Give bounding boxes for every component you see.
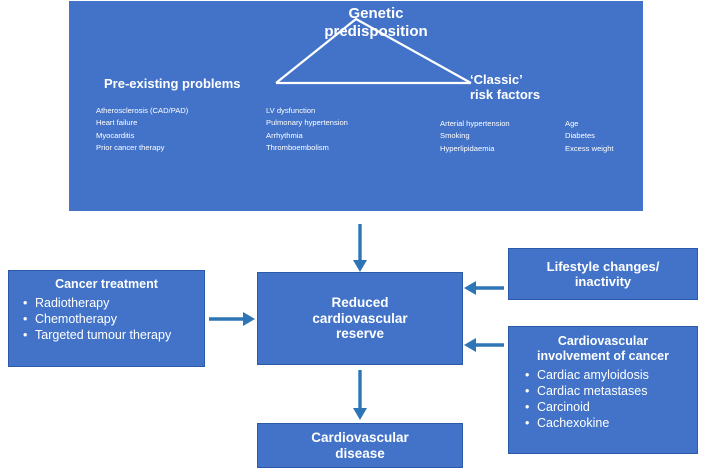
list-item: Excess weight (565, 143, 614, 153)
risk-factors-column-2: Age Diabetes Excess weight (565, 118, 614, 155)
list-item: • Cardiac amyloidosis (521, 367, 693, 383)
pre-existing-column-1: Atherosclerosis (CAD/PAD) Heart failure … (96, 105, 188, 154)
cardiovascular-disease-label: Cardiovascular disease (311, 430, 409, 462)
list-item: • Radiotherapy (19, 295, 200, 311)
top-panel-title-line1: Genetic (348, 5, 404, 22)
list-item: Age (565, 119, 579, 128)
reduced-cardiovascular-reserve-box: Reduced cardiovascular reserve (257, 272, 463, 365)
list-item: Pulmonary hypertension (266, 118, 348, 128)
pre-existing-column-2: LV dysfunction Pulmonary hypertension Ar… (266, 105, 348, 154)
lifestyle-line-2: inactivity (574, 274, 632, 289)
risk-factors-column-1: Arterial hypertension Smoking Hyperlipid… (440, 118, 510, 155)
list-item: Arterial hypertension (440, 119, 510, 128)
arrow-reserve-to-disease (353, 370, 367, 420)
cancer-treatment-list: • Radiotherapy • Chemotherapy • Targeted… (13, 295, 200, 344)
list-item: • Targeted tumour therapy (19, 327, 200, 343)
list-item: Arrhythmia (266, 130, 303, 140)
disease-line-2: disease (335, 445, 385, 461)
disease-line-1: Cardiovascular (311, 429, 409, 445)
list-item-label: Carcinoid (537, 400, 590, 414)
cardiovascular-disease-box: Cardiovascular disease (257, 423, 463, 468)
list-item: Myocarditis (96, 130, 135, 140)
lifestyle-line-1: Lifestyle changes/ (546, 258, 660, 274)
cancer-treatment-box: Cancer treatment • Radiotherapy • Chemot… (8, 270, 205, 367)
reserve-line-2: cardiovascular (312, 310, 408, 326)
pre-existing-problems-heading: Pre-existing problems (104, 76, 241, 91)
arrow-treatment-to-reserve (209, 312, 255, 326)
lifestyle-changes-box: Lifestyle changes/ inactivity (508, 248, 698, 300)
lifestyle-changes-label: Lifestyle changes/ inactivity (547, 259, 660, 290)
bullet-icon: • (23, 295, 28, 310)
top-panel-title: Genetic predisposition (296, 5, 456, 40)
reduced-cardiovascular-reserve-label: Reduced cardiovascular reserve (312, 295, 407, 343)
cancer-treatment-heading: Cancer treatment (55, 277, 158, 291)
reserve-line-3: reserve (335, 326, 385, 342)
list-item: Thromboembolism (266, 142, 329, 152)
involvement-heading-line-2: involvement of cancer (537, 348, 669, 363)
bullet-icon: • (525, 383, 530, 398)
cardiovascular-involvement-box: Cardiovascular involvement of cancer • C… (508, 326, 698, 454)
bullet-icon: • (525, 416, 530, 431)
top-panel-title-line2: predisposition (324, 22, 428, 40)
reserve-line-1: Reduced (331, 294, 389, 310)
bullet-icon: • (525, 367, 530, 382)
list-item: • Cachexokine (521, 415, 693, 431)
list-item-label: Cardiac amyloidosis (537, 367, 649, 382)
list-item-label: Cardiac metastases (537, 383, 648, 398)
list-item: Atherosclerosis (CAD/PAD) (96, 106, 189, 115)
list-item-label: Cachexokine (537, 416, 610, 431)
arrow-top-to-reserve (353, 224, 367, 272)
list-item: Hyperlipidaemia (440, 143, 495, 153)
list-item: Prior cancer therapy (96, 142, 165, 152)
list-item: LV dysfunction (266, 106, 316, 115)
cardiovascular-involvement-list: • Cardiac amyloidosis • Cardiac metastas… (513, 367, 693, 432)
list-item-label: Targeted tumour therapy (35, 328, 172, 343)
classic-risk-factors-heading-line1: ‘Classic’ (470, 72, 523, 87)
list-item: Heart failure (96, 118, 138, 128)
bullet-icon: • (525, 400, 530, 414)
arrow-involvement-to-reserve (464, 338, 504, 352)
list-item: • Carcinoid (521, 399, 693, 415)
classic-risk-factors-heading-line2: risk factors (470, 87, 541, 103)
list-item: • Chemotherapy (19, 311, 200, 327)
involvement-heading-line-1: Cardiovascular (557, 334, 649, 348)
list-item-label: Radiotherapy (35, 295, 110, 310)
list-item: Smoking (440, 131, 470, 141)
cardiovascular-involvement-heading: Cardiovascular involvement of cancer (513, 334, 693, 364)
classic-risk-factors-heading: ‘Classic’ risk factors (470, 72, 620, 103)
list-item-label: Chemotherapy (35, 312, 117, 326)
list-item: • Cardiac metastases (521, 383, 693, 399)
list-item: Diabetes (565, 131, 595, 141)
bullet-icon: • (23, 312, 28, 326)
arrow-lifestyle-to-reserve (464, 281, 504, 295)
bullet-icon: • (23, 328, 28, 343)
